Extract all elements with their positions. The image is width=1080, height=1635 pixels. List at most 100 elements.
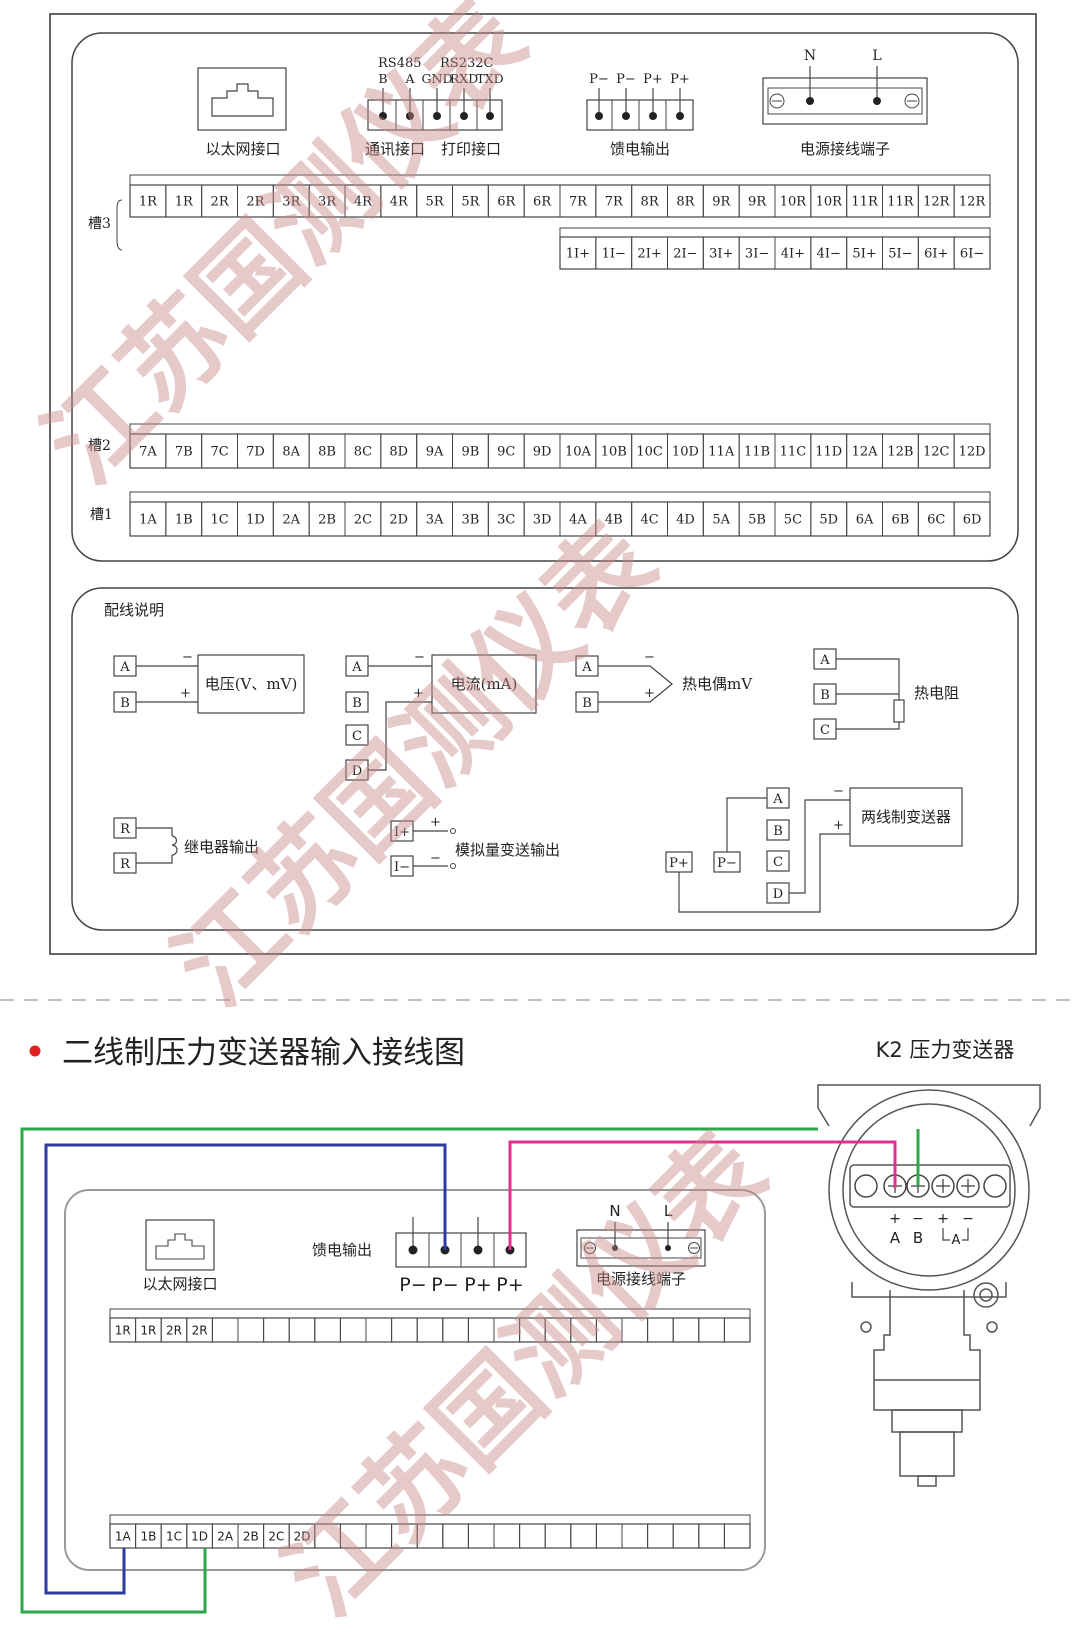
slot3-current-terminal-label: 6I− [960,247,984,262]
slot1-terminal-label: 6A [856,513,874,528]
transmitter-term-a: A [890,1229,901,1247]
section2-bottom-terminal-label: 1B [140,1529,156,1543]
transmitter-screw-icon [854,1174,878,1198]
outer-frame [49,13,1037,955]
slot3-label: 槽3 [88,216,111,232]
slot2-terminal-label: 8B [318,445,336,460]
slot3-terminal-label: 4R [354,195,373,210]
slot3-terminal-label: 5R [461,195,480,210]
rtd-label: 热电阻 [914,684,959,702]
tw-term-a: A [772,792,783,807]
current-term-a: A [351,660,362,675]
current-plus: + [413,686,424,701]
rj45-icon [211,83,274,117]
two-wire-label: 两线制变送器 [861,808,951,826]
section2-feed-screw-icon [408,1245,418,1255]
slot3-terminal-label: 12R [923,195,951,210]
current-box-label: 电流(mA) [451,675,518,693]
comm-terminal-block [367,99,503,131]
current-term-c: C [352,729,362,744]
analog-out-label: 模拟量变送输出 [455,841,560,859]
section2-bottom-terminal-label: 1D [191,1529,208,1543]
transmitter-polarity: − [912,1211,924,1227]
comm-pin-label: B [378,71,387,86]
transmitter-polarity: − [962,1211,974,1227]
section2-feed-pin-label: P− [431,1274,458,1296]
slot2-terminal-label: 10C [636,445,663,460]
section2-feed-label: 馈电输出 [312,1241,372,1259]
feed-screw-icon [595,112,603,120]
slot3-terminal-label: 5R [426,195,445,210]
tw-term-d: D [773,887,783,902]
slot3-terminal-cell [953,184,991,218]
section2-bottom-terminal-label: 2C [268,1529,284,1543]
slot3-terminal-label: 9R [748,195,767,210]
voltage-box-label: 电压(V、mV) [205,675,298,693]
tw-minus: − [833,784,844,799]
slot3-terminal-label: 11R [887,195,915,210]
slot3-terminal-label: 11R [851,195,879,210]
slot2-terminal-label: 10A [565,445,592,460]
comm-screw-icon [379,112,387,120]
slot1-terminal-label: 1A [139,513,157,528]
relay-term-r2: R [120,857,131,872]
rs485-label: RS485 [378,56,422,71]
slot3-current-terminal-label: 5I+ [852,247,876,262]
pressure-transmitter [817,1084,1041,1487]
section2-ethernet-port-icon [145,1219,215,1271]
slot1-terminal-label: 3B [462,513,480,528]
slot2-terminal-label: 12A [852,445,879,460]
slot3-terminal-label: 8R [641,195,660,210]
slot1-terminal-label: 3C [497,513,515,528]
slot1-terminal-label: 1C [210,513,228,528]
slot3-current-terminal-label: 5I− [888,247,912,262]
section2-feed-pin-label: P− [399,1274,426,1296]
power-pin-l: L [872,48,881,64]
slot3-terminal-label: 2R [211,195,230,210]
green-wire [20,1127,818,1614]
slot2-terminal-label: 8D [389,445,408,460]
slot2-terminal-label: 12B [887,445,913,460]
section2-bottom-terminal-cell [647,1523,674,1549]
wiring-legend-panel [71,587,1019,931]
slot3-terminal-label: 2R [246,195,265,210]
section2-top-terminal-cell [339,1317,367,1343]
terminal-panel [71,32,1019,562]
section2-top-terminal-cell [237,1317,265,1343]
slot2-label: 槽2 [88,438,111,454]
power-screw-left-icon [769,93,785,109]
ethernet-label: 以太网接口 [205,140,280,158]
magenta-wire [508,1140,897,1250]
thermocouple-label: 热电偶mV [682,675,753,693]
slot3-current-terminal-label: 6I+ [924,247,948,262]
section2-bottom-terminal-cell [519,1523,546,1549]
feed-terminal-screws [595,88,684,130]
slot2-terminal-label: 7B [175,445,193,460]
transmitter-polarity: + [937,1211,949,1227]
slot3-terminal-label: 1R [175,195,194,210]
feed-screw-icon [676,112,684,120]
section2-power-block [576,1229,706,1267]
tw-term-c: C [773,855,783,870]
section2-top-terminal-cell [723,1317,751,1343]
comm-pin-label: A [404,71,415,86]
wiring-title: 配线说明 [104,601,164,619]
section2-bottom-terminal-cell [544,1523,572,1549]
section2-title: 二线制压力变送器输入接线图 [62,1035,465,1071]
feed-pin-label: P− [616,72,636,87]
section2-top-terminal-cell [263,1317,290,1343]
slot1-terminal-cell [953,501,991,537]
slot3-terminal-label: 7R [569,195,588,210]
section2-bottom-terminal-label: 2D [294,1529,311,1543]
section2-top-terminal-cell [442,1317,469,1343]
slot2-terminal-label: 9D [533,445,552,460]
section2-top-terminal-cell [211,1317,239,1343]
slot1-terminal-label: 5D [819,513,838,528]
slot1-terminal-label: 6C [927,513,945,528]
section2-feed-pin-label: P+ [496,1274,523,1296]
tw-term-pplus: P+ [669,856,689,871]
slot3-current-terminal-label: 2I− [673,247,697,262]
